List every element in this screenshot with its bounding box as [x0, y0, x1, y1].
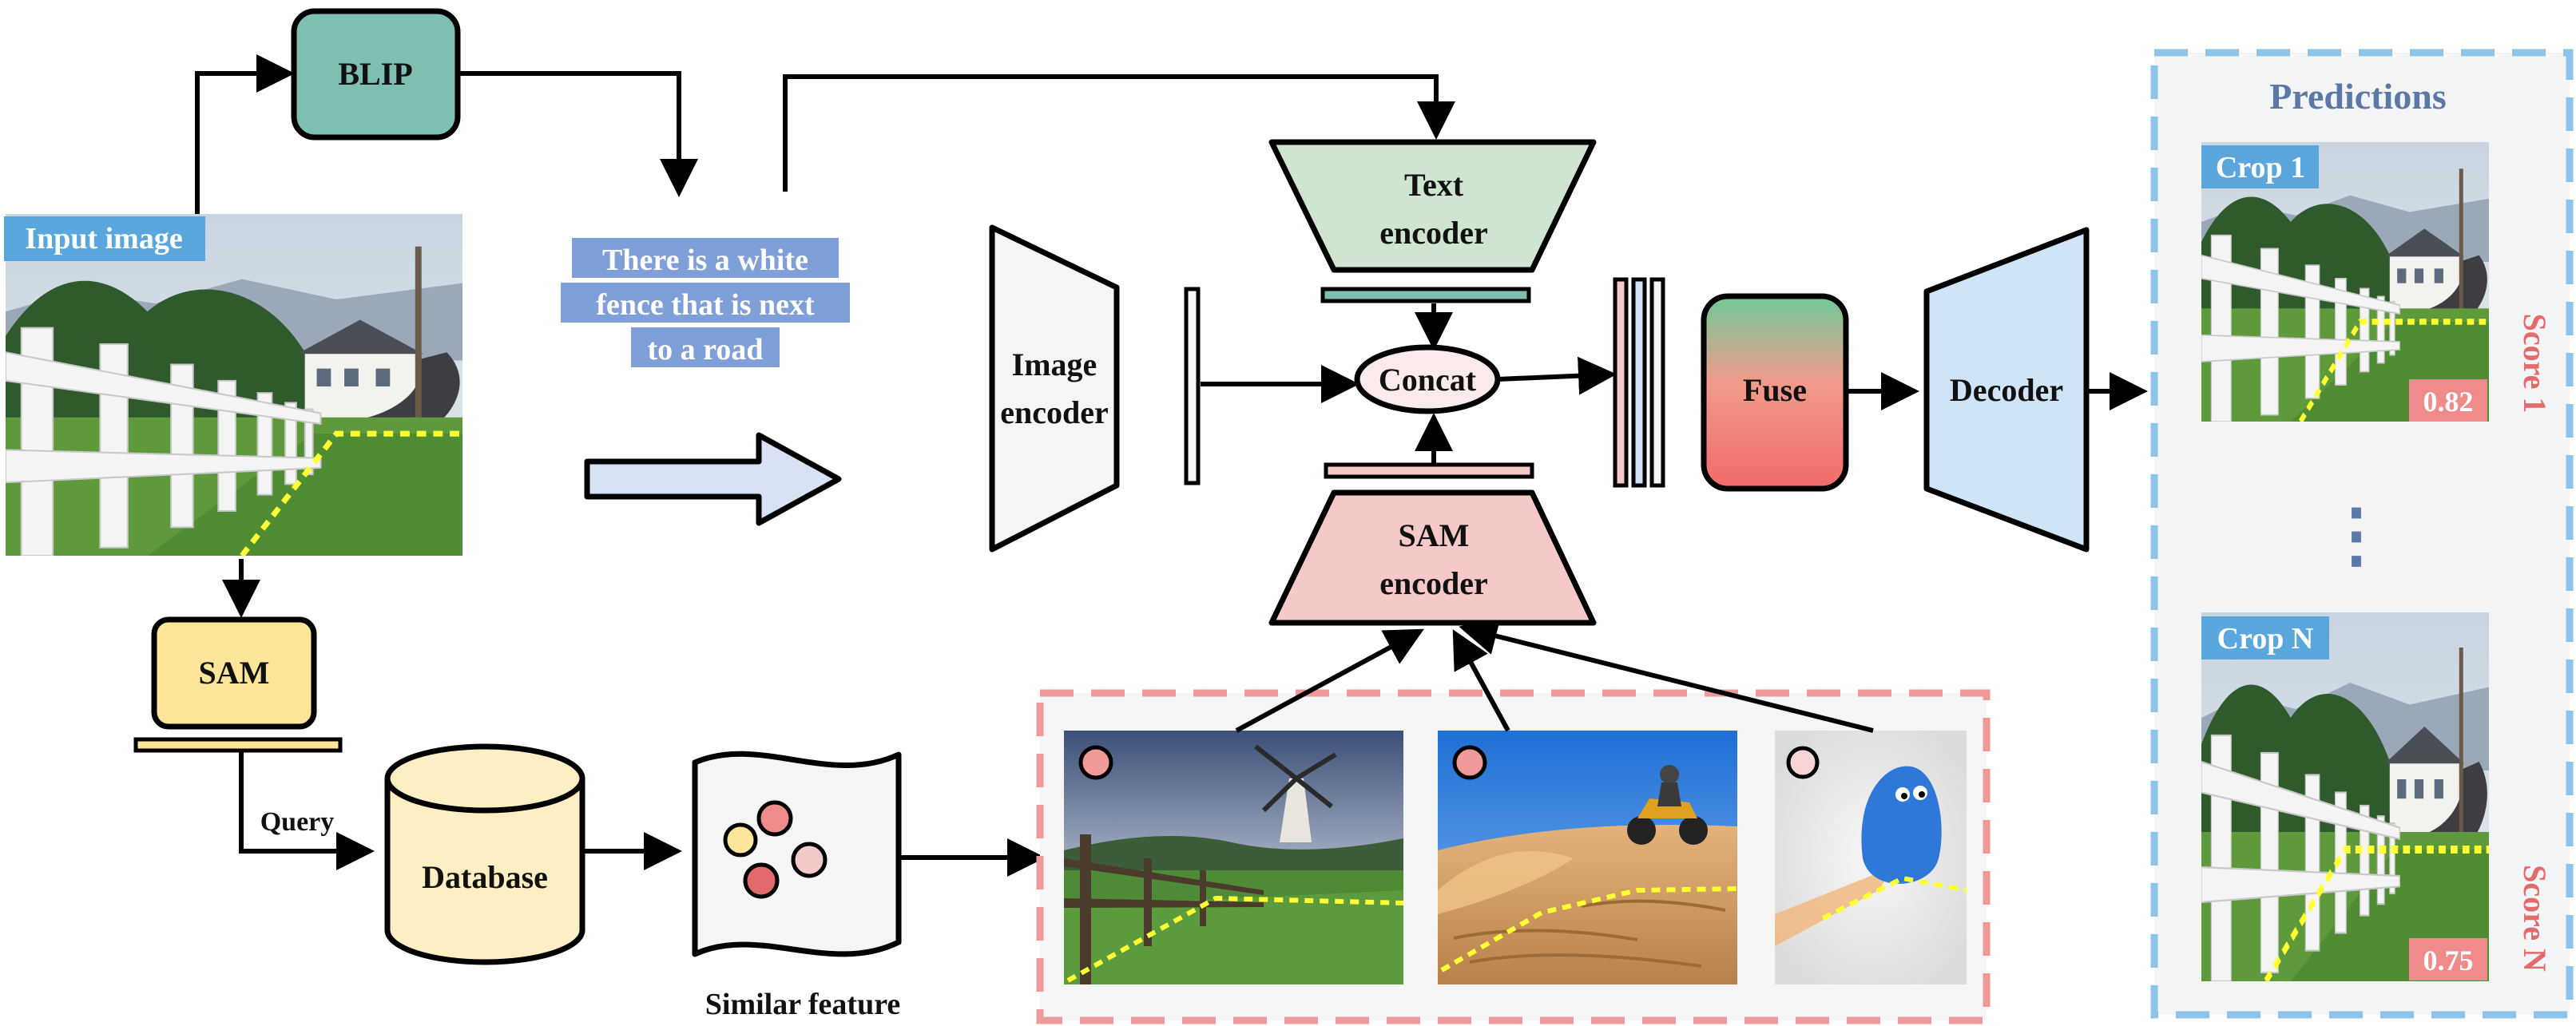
- prediction-crop-n: [2201, 612, 2489, 981]
- image-encoder-label-1: Image: [1012, 347, 1097, 382]
- input-image-label-bg: [4, 216, 205, 261]
- score-1-value: 0.82: [2423, 386, 2474, 418]
- concat-label: Concat: [1379, 362, 1477, 398]
- similar-feature-label: Similar feature: [705, 988, 901, 1021]
- example-image-desert: [1438, 731, 1737, 984]
- arrow-sam-to-database: [239, 752, 375, 870]
- image-encoder-block: [989, 224, 1120, 553]
- example-image-windmill: [1064, 731, 1403, 984]
- image-encoder-label-2: encoder: [1000, 394, 1109, 430]
- decoder-block: [1923, 227, 2090, 553]
- sam-encoder-block: [1268, 489, 1597, 626]
- text-encoder-label-2: encoder: [1379, 215, 1488, 251]
- caption-line-2: fence that is next: [596, 288, 815, 322]
- caption: There is a white fence that is next to a…: [561, 238, 850, 367]
- score-n-value: 0.75: [2423, 945, 2474, 976]
- sam-encoder-label-1: SAM: [1399, 517, 1470, 553]
- predictions-ellipsis: ⋮: [2321, 497, 2391, 575]
- arrow-input-to-blip: [195, 54, 295, 214]
- feature-dot-2: [723, 822, 758, 858]
- arrow-caption-to-text-encoder: [783, 74, 1455, 192]
- database-label: Database: [422, 859, 548, 895]
- sam-feature-bar: [133, 737, 343, 753]
- feature-dot-3: [791, 842, 828, 878]
- score-1-bg: [2409, 379, 2487, 422]
- score-n-bg: [2409, 938, 2487, 980]
- arrow-example1-to-sam-encoder: [1235, 628, 1424, 733]
- image-feature-bar: [1184, 287, 1201, 485]
- prediction-crop-1: [2201, 142, 2489, 422]
- crop-n-label-bg: [2201, 616, 2329, 660]
- score-1-label: Score 1: [2517, 314, 2553, 414]
- feature-dot-4: [743, 862, 780, 899]
- arrow-example3-to-sam-encoder: [1459, 617, 1874, 733]
- example-image-blob: [1775, 731, 1967, 984]
- sam-label: SAM: [199, 655, 270, 691]
- crop-1-label: Crop 1: [2216, 151, 2305, 184]
- database-cylinder: [384, 743, 585, 965]
- input-image-label: Input image: [25, 222, 182, 256]
- crop-1-label-bg: [2201, 145, 2319, 188]
- text-encoder-block: [1268, 139, 1597, 273]
- sam-encoder-feature-bar: [1324, 462, 1534, 479]
- caption-line-3: to a road: [648, 333, 764, 366]
- arrow-blip-to-caption: [458, 71, 698, 197]
- score-n-label: Score N: [2517, 865, 2553, 972]
- query-label: Query: [260, 807, 335, 837]
- arrow-concat-to-features: [1497, 356, 1617, 395]
- caption-line-1: There is a white: [602, 244, 808, 277]
- concatenated-features: [1613, 277, 1665, 488]
- text-feature-bar: [1320, 287, 1531, 303]
- input-image: [6, 214, 462, 556]
- sam-encoder-label-2: encoder: [1379, 565, 1488, 601]
- blip-label: BLIP: [338, 56, 412, 92]
- predictions-title: Predictions: [2269, 76, 2446, 117]
- big-flow-arrow: [584, 432, 842, 526]
- fuse-label: Fuse: [1743, 372, 1807, 408]
- crop-n-label: Crop N: [2217, 622, 2314, 656]
- decoder-label: Decoder: [1950, 372, 2063, 408]
- sam-box: [151, 616, 317, 730]
- text-encoder-label-1: Text: [1404, 167, 1464, 203]
- feature-dot-1: [756, 800, 793, 837]
